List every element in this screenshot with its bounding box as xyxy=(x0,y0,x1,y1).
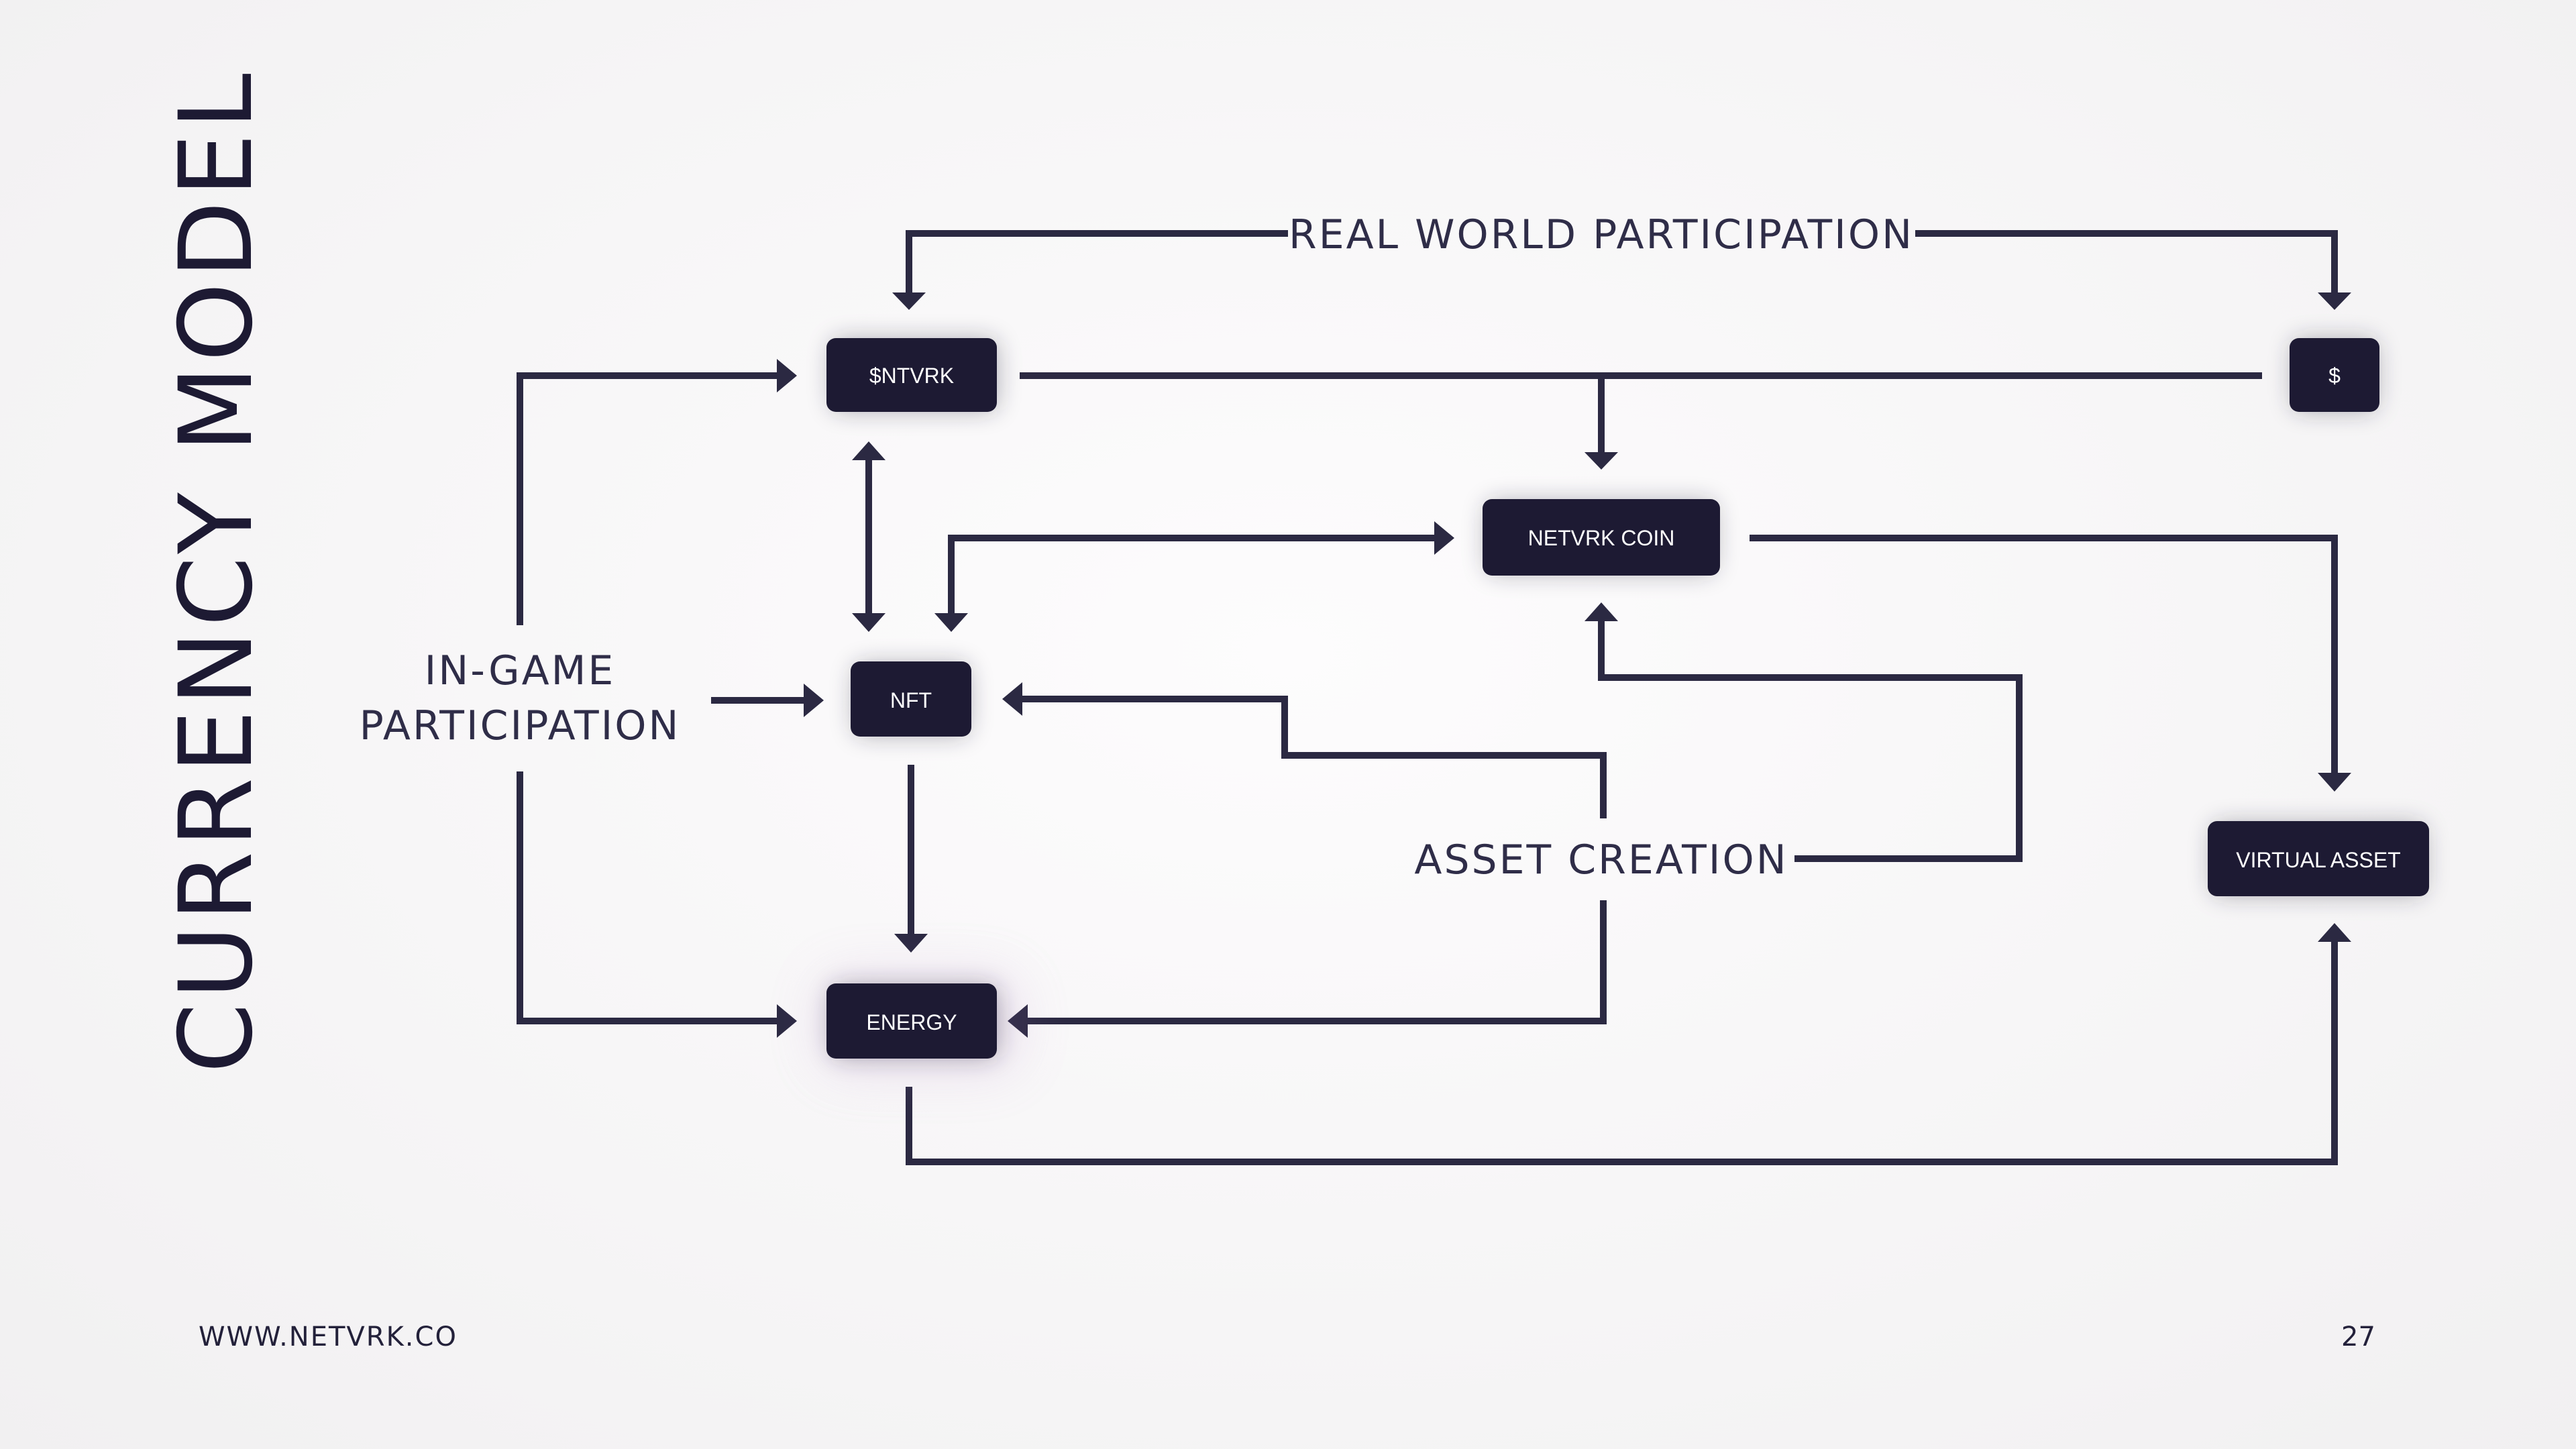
label-in-game-line2: PARTICIPATION xyxy=(360,702,681,749)
arrowhead-asset-creation-to-nft xyxy=(1002,682,1022,716)
node-virtual-asset[interactable]: VIRTUAL ASSET xyxy=(2208,821,2429,896)
page-number: 27 xyxy=(2341,1322,2375,1352)
svg-text:NFT: NFT xyxy=(890,688,932,712)
arrowhead-energy-to-virtual-asset xyxy=(2318,923,2351,942)
label-real-world-participation: REAL WORLD PARTICIPATION xyxy=(1289,211,1914,258)
connector-asset-creation-to-netvrk-coin xyxy=(1598,620,2023,862)
arrowhead-in-game-to-energy xyxy=(777,1004,797,1038)
arrowhead-to-virtual-asset xyxy=(2318,773,2351,792)
connector-in-game-to-energy xyxy=(517,771,778,1024)
svg-text:NETVRK COIN: NETVRK COIN xyxy=(1528,526,1675,550)
connector-energy-to-virtual-asset xyxy=(906,941,2338,1165)
arrowhead-asset-creation-to-netvrk-coin xyxy=(1585,602,1618,621)
arrowhead-to-netvrk-coin-left xyxy=(1434,521,1454,555)
svg-text:ENERGY: ENERGY xyxy=(866,1010,957,1034)
connector-in-game-to-ntvrk xyxy=(517,372,778,625)
svg-text:VIRTUAL ASSET: VIRTUAL ASSET xyxy=(2236,848,2400,872)
node-nft[interactable]: NFT xyxy=(851,661,971,737)
footer-url[interactable]: WWW.NETVRK.CO xyxy=(199,1322,458,1352)
connector-netvrk-coin-to-virtual-asset xyxy=(1750,535,2338,774)
arrowhead-in-game-to-nft xyxy=(804,684,824,717)
arrowhead-to-netvrk-coin xyxy=(1585,452,1618,470)
arrowhead-up-to-ntvrk xyxy=(852,441,885,460)
label-in-game-line1: IN-GAME xyxy=(425,647,616,694)
connectors xyxy=(517,230,2351,1165)
svg-text:$: $ xyxy=(2328,364,2341,388)
label-asset-creation: ASSET CREATION xyxy=(1414,837,1788,883)
arrowhead-nft-to-energy xyxy=(894,934,928,953)
node-ntvrk[interactable]: $NTVRK xyxy=(826,338,997,412)
connector-real-world-to-dollar xyxy=(1915,230,2338,294)
svg-text:$NTVRK: $NTVRK xyxy=(869,364,954,388)
arrowhead-down-to-nft-2 xyxy=(934,613,968,632)
arrowhead-in-game-to-ntvrk xyxy=(777,359,797,392)
arrowhead-real-world-to-ntvrk xyxy=(892,292,926,310)
node-dollar[interactable]: $ xyxy=(2290,338,2379,412)
arrowhead-down-to-nft xyxy=(852,613,885,632)
connector-asset-creation-to-nft xyxy=(1021,696,1607,818)
arrowhead-real-world-to-dollar xyxy=(2318,292,2351,310)
node-energy[interactable]: ENERGY xyxy=(818,973,1020,1073)
node-netvrk-coin[interactable]: NETVRK COIN xyxy=(1483,499,1720,576)
connector-asset-creation-to-energy xyxy=(1026,900,1607,1024)
connector-nft-netvrk-coin xyxy=(948,535,1436,614)
connector-real-world-to-ntvrk xyxy=(906,230,1288,294)
